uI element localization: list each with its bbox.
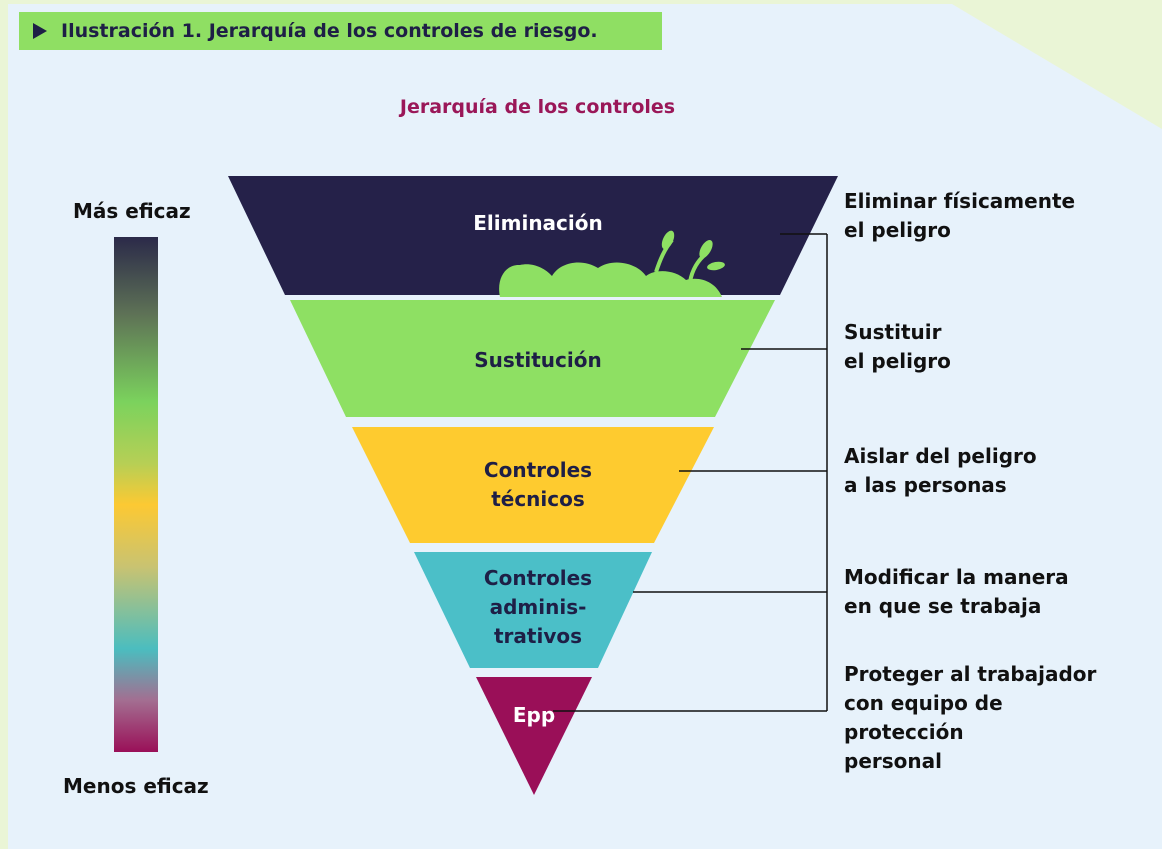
level-administrative-band (414, 552, 652, 668)
description-ppe: Proteger al trabajador con equipo de pro… (844, 662, 1097, 773)
description-administrative: Modificar la manera en que se trabaja (844, 565, 1069, 618)
least-effective-label: Menos eficaz (63, 774, 209, 798)
effectiveness-gradient-bar (114, 237, 158, 752)
corner-decoration (952, 4, 1162, 129)
most-effective-label: Más eficaz (73, 199, 191, 223)
diagram-panel (8, 4, 1162, 849)
connector-lines (553, 233, 828, 712)
level-engineering-label: Controles técnicos (483, 458, 593, 511)
description-elimination: Eliminar físicamente el peligro (844, 189, 1076, 242)
level-administrative-label: Controles adminis- trativos (483, 566, 593, 648)
level-elimination-band (228, 176, 838, 295)
description-engineering: Aislar del peligro a las personas (844, 444, 1037, 497)
level-ppe-band (476, 677, 592, 795)
level-engineering-band (352, 427, 714, 543)
caption-text: Ilustración 1. Jerarquía de los controle… (61, 20, 598, 42)
level-substitution-band (290, 300, 775, 417)
figure-caption: Ilustración 1. Jerarquía de los controle… (19, 12, 662, 50)
plant-sprout-icon (499, 230, 725, 297)
diagram-title: Jerarquía de los controles (399, 96, 676, 118)
level-ppe-label: Epp (512, 703, 556, 727)
play-triangle-icon (33, 23, 47, 39)
level-substitution-label: Sustitución (474, 348, 602, 372)
level-elimination-label: Eliminación (473, 211, 603, 235)
description-substitution: Sustituir el peligro (844, 320, 951, 373)
